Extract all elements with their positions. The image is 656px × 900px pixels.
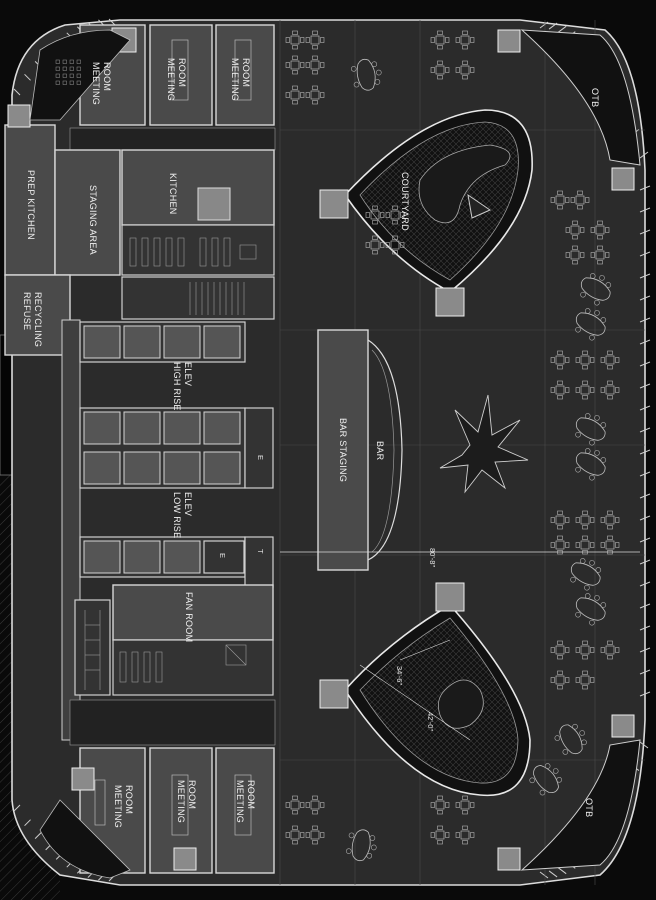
- electrical-room-2: [203, 540, 245, 574]
- meeting-tables: [94, 39, 252, 836]
- label-dim-court-a: 34'-6": [395, 666, 404, 685]
- label-fan-room: FAN ROOM: [184, 592, 194, 642]
- room-labels: MEETINGROOM MEETINGROOM MEETINGROOM PREP…: [22, 58, 600, 828]
- label-high-rise-elev: HIGH RISEELEV: [172, 362, 193, 411]
- courtyard-planter: [418, 144, 511, 224]
- service-core: [4, 24, 276, 874]
- label-meeting-room-4: MEETINGROOM: [113, 785, 134, 828]
- bar: [317, 329, 403, 571]
- label-meeting-room-5: MEETINGROOM: [176, 780, 197, 823]
- courtyard-top: [343, 109, 533, 293]
- label-meeting-room-2: MEETINGROOM: [166, 58, 187, 101]
- restroom-fixtures: [129, 237, 257, 267]
- refuse-recycling-room: [4, 274, 71, 356]
- fan-room: [112, 584, 274, 641]
- label-courtyard: COURTYARD: [400, 172, 410, 231]
- label-e-2: E: [218, 553, 227, 558]
- label-kitchen: KITCHEN: [168, 173, 178, 215]
- meeting-room-3: [215, 24, 275, 126]
- label-otb-bottom: OTB: [584, 798, 594, 817]
- label-bar: BAR: [375, 441, 385, 461]
- kitchen-equipment: [197, 187, 231, 221]
- label-dim-center: 80'-8": [428, 548, 437, 567]
- stair-2: [74, 599, 111, 696]
- label-meeting-room-1: MEETINGROOM: [91, 62, 112, 105]
- dimensions: [280, 551, 640, 741]
- label-meeting-room-3: MEETINGROOM: [230, 58, 251, 101]
- stair-treads: [189, 282, 245, 315]
- label-e-1: E: [256, 455, 265, 460]
- courtyard-bottom: [343, 603, 531, 797]
- label-staging-area: STAGING AREA: [88, 185, 98, 255]
- label-prep-kitchen: PREP KITCHEN: [26, 170, 36, 240]
- meeting-room-2: [149, 24, 213, 126]
- restroom-block-2: [112, 639, 274, 696]
- label-dim-court-b: 42'-0": [426, 712, 435, 731]
- electrical-room-1: [244, 407, 274, 489]
- courtyard-sculpture: [437, 679, 484, 729]
- telecom-room: [244, 536, 274, 588]
- otb-corners: [29, 29, 641, 879]
- restroom-block: [121, 224, 275, 276]
- label-low-rise-elev: LOW RISEELEV: [172, 492, 193, 538]
- label-bar-staging: BAR STAGING: [338, 418, 348, 482]
- label-otb-top: OTB: [590, 88, 600, 107]
- plant-feature: [439, 394, 529, 494]
- label-t: T: [256, 549, 265, 554]
- stair-block: [121, 276, 275, 320]
- dining-furniture: [55, 30, 620, 864]
- staging-area-room: [54, 149, 121, 276]
- label-meeting-room-6: MEETINGROOM: [235, 780, 256, 823]
- bar-counter: [367, 339, 403, 561]
- bar-staging-room: [317, 329, 369, 571]
- meeting-room-6: [215, 747, 275, 874]
- label-refuse-recycling: REFUSERECYCLING: [22, 292, 43, 347]
